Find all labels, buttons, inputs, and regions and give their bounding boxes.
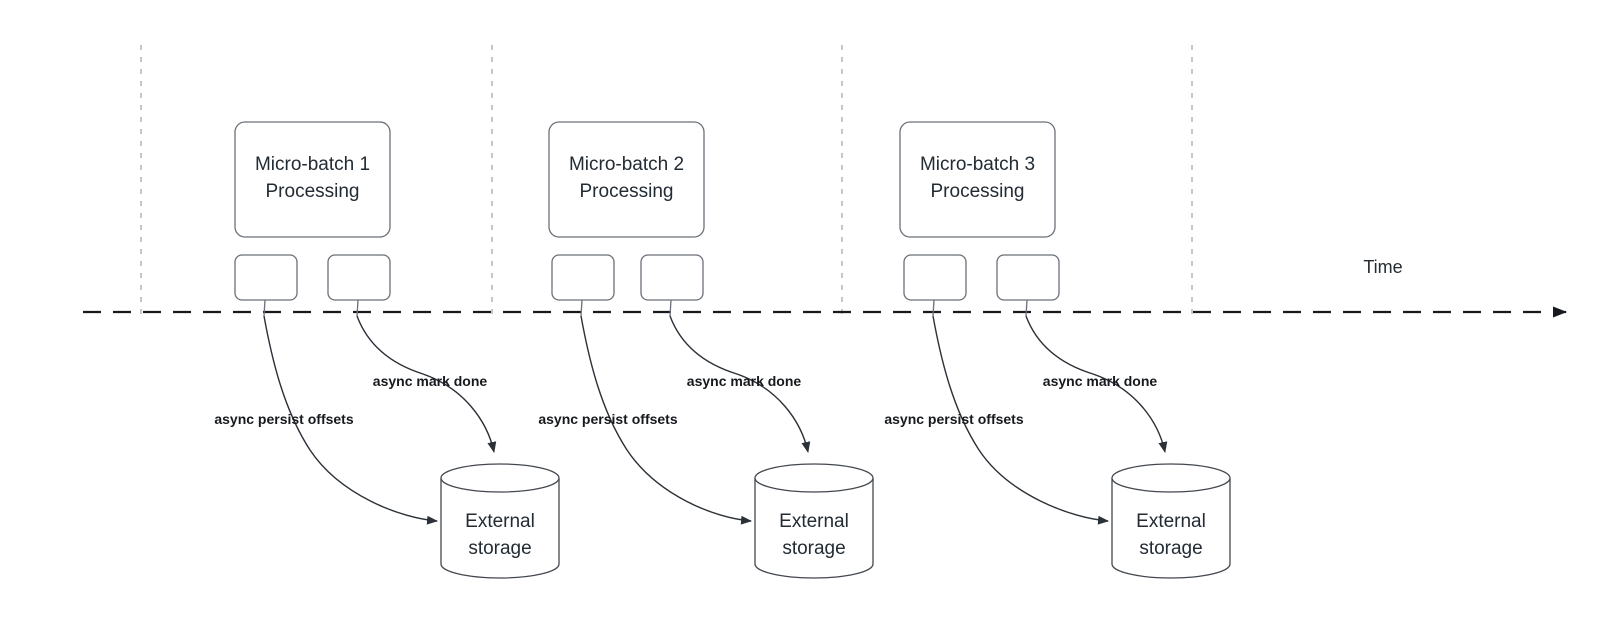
tick-1b-stem — [356, 299, 359, 317]
edge-label-async-mark-done-1: async mark done — [373, 373, 488, 389]
group-micro-batch-1: Micro-batch 1 Processing External storag… — [214, 121, 560, 579]
edge-label-async-mark-done-2: async mark done — [687, 373, 802, 389]
external-storage-2-line2: storage — [782, 538, 845, 559]
guide-lines — [140, 45, 1193, 318]
tick-2b-stem — [669, 299, 672, 317]
tick-3b-box[interactable] — [996, 254, 1060, 301]
edge-async-persist-offsets-2 — [580, 315, 752, 525]
tick-3b-stem — [1025, 299, 1028, 317]
edge-async-persist-offsets-3 — [932, 315, 1109, 525]
edge-label-async-persist-offsets-2: async persist offsets — [538, 411, 677, 427]
micro-batch-3-line2: Processing — [931, 181, 1025, 202]
external-storage-2-line1: External — [779, 511, 849, 532]
tick-1a-stem — [263, 299, 266, 317]
edge-async-mark-done-2 — [669, 315, 811, 453]
external-storage-1-line1: External — [465, 511, 535, 532]
tick-2a-box[interactable] — [551, 254, 615, 301]
tick-2b-box[interactable] — [640, 254, 704, 301]
external-storage-3[interactable]: External storage — [1111, 463, 1231, 579]
edge-label-async-persist-offsets-1: async persist offsets — [214, 411, 353, 427]
external-storage-1-line2: storage — [468, 538, 531, 559]
external-storage-1[interactable]: External storage — [440, 463, 560, 579]
tick-2a-stem — [580, 299, 583, 317]
micro-batch-2-box[interactable] — [548, 121, 705, 238]
micro-batch-1-line1: Micro-batch 1 — [255, 154, 370, 175]
external-storage-3-body — [1111, 478, 1231, 579]
micro-batch-3-line1: Micro-batch 3 — [920, 154, 1035, 175]
edge-async-mark-done-1 — [356, 315, 497, 453]
external-storage-1-body — [440, 478, 560, 579]
micro-batch-2-line1: Micro-batch 2 — [569, 154, 684, 175]
external-storage-1-top — [440, 463, 560, 493]
external-storage-2-body — [754, 478, 874, 579]
tick-1b-box[interactable] — [327, 254, 391, 301]
micro-batch-2-line2: Processing — [580, 181, 674, 202]
tick-3a-box[interactable] — [903, 254, 967, 301]
time-axis-label: Time — [1363, 257, 1402, 277]
external-storage-2-top — [754, 463, 874, 493]
group-micro-batch-3: Micro-batch 3 Processing External storag… — [884, 121, 1231, 579]
external-storage-2[interactable]: External storage — [754, 463, 874, 579]
micro-batch-1-line2: Processing — [266, 181, 360, 202]
group-micro-batch-2: Micro-batch 2 Processing External storag… — [538, 121, 874, 579]
micro-batch-3-box[interactable] — [899, 121, 1056, 238]
edge-label-async-mark-done-3: async mark done — [1043, 373, 1158, 389]
external-storage-3-line2: storage — [1139, 538, 1202, 559]
external-storage-3-line1: External — [1136, 511, 1206, 532]
edge-label-async-persist-offsets-3: async persist offsets — [884, 411, 1023, 427]
external-storage-3-top — [1111, 463, 1231, 493]
tick-1a-box[interactable] — [234, 254, 298, 301]
micro-batch-1-box[interactable] — [234, 121, 391, 238]
tick-3a-stem — [932, 299, 935, 317]
edge-async-persist-offsets-1 — [263, 315, 438, 525]
edge-async-mark-done-3 — [1025, 315, 1168, 453]
